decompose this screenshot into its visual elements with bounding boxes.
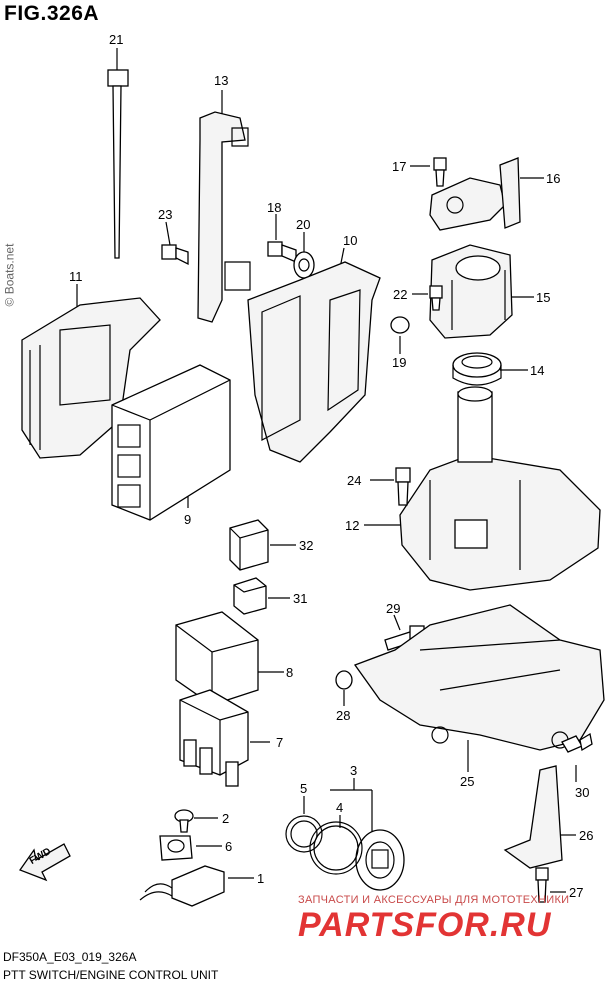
figure-title: FIG.326A	[4, 2, 100, 25]
part-8-fuse-box	[175, 611, 284, 706]
callout-29: 29	[386, 601, 401, 616]
part-14-seal	[452, 352, 528, 386]
part-12-tilt-base	[364, 386, 601, 591]
part-4-o-ring	[309, 815, 363, 875]
callout-21: 21	[109, 32, 124, 47]
part-11-case	[21, 284, 161, 459]
callout-4: 4	[336, 800, 344, 815]
callout-5: 5	[300, 781, 308, 796]
part-23-bolt	[161, 221, 189, 266]
brand-tagline: ЗАПЧАСТИ И АКСЕССУАРЫ ДЛЯ МОТОТЕХНИКИ	[298, 894, 570, 906]
part-3-switch-assembly	[330, 778, 405, 891]
part-27-bolt	[535, 867, 566, 903]
callout-27: 27	[569, 885, 584, 900]
part-15-housing	[429, 244, 534, 339]
part-10-cover	[247, 247, 381, 463]
watermark-text: © Boats.net	[2, 243, 17, 307]
part-25-frame	[353, 604, 605, 772]
callout-8: 8	[286, 665, 294, 680]
part-22-bolt	[412, 285, 443, 311]
fwd-arrow-icon	[18, 843, 71, 882]
callout-13: 13	[214, 73, 229, 88]
callout-28: 28	[336, 708, 351, 723]
part-30-bolt	[561, 732, 593, 782]
callout-2: 2	[222, 811, 230, 826]
part-5-o-ring	[285, 796, 323, 853]
callout-25: 25	[460, 774, 475, 789]
part-2-screw	[174, 809, 218, 833]
part-31-relay	[233, 577, 290, 615]
diagram-code: DF350A_E03_019_326A	[3, 950, 137, 964]
callout-17: 17	[392, 159, 407, 174]
part-19-nut	[390, 316, 410, 354]
callout-31: 31	[293, 591, 308, 606]
part-9-ecu	[111, 364, 231, 521]
callout-12: 12	[345, 518, 360, 533]
part-13-bracket	[197, 90, 251, 323]
callout-24: 24	[347, 473, 362, 488]
part-18-bolt	[267, 214, 297, 263]
callout-10: 10	[343, 233, 358, 248]
callout-22: 22	[393, 287, 408, 302]
callout-9: 9	[184, 512, 192, 527]
brand-logo: PARTSFOR.RU	[298, 906, 552, 944]
callout-6: 6	[225, 839, 233, 854]
callout-11: 11	[69, 269, 83, 284]
part-32-relay	[229, 519, 296, 571]
callout-23: 23	[158, 207, 173, 222]
callout-19: 19	[392, 355, 407, 370]
part-1-switch	[139, 865, 254, 907]
callout-32: 32	[299, 538, 314, 553]
callout-16: 16	[546, 171, 561, 186]
part-7-rectifier	[179, 689, 270, 787]
callout-18: 18	[267, 200, 282, 215]
diagram-title: PTT SWITCH/ENGINE CONTROL UNIT	[3, 968, 219, 982]
callout-26: 26	[579, 828, 594, 843]
callout-14: 14	[530, 363, 545, 378]
callout-3: 3	[350, 763, 358, 778]
callout-1: 1	[257, 871, 265, 886]
part-20-grommet	[293, 232, 315, 279]
part-26-bracket	[503, 765, 576, 869]
callout-30: 30	[575, 785, 590, 800]
callout-7: 7	[276, 735, 284, 750]
part-28-nut	[335, 670, 353, 706]
part-24-bolt	[370, 467, 411, 506]
part-21-cable-tie	[107, 48, 129, 259]
part-16-bracket	[429, 157, 544, 231]
callout-15: 15	[536, 290, 551, 305]
callout-20: 20	[296, 217, 311, 232]
part-17-bolt	[410, 157, 447, 187]
part-6-clamp	[159, 835, 222, 861]
